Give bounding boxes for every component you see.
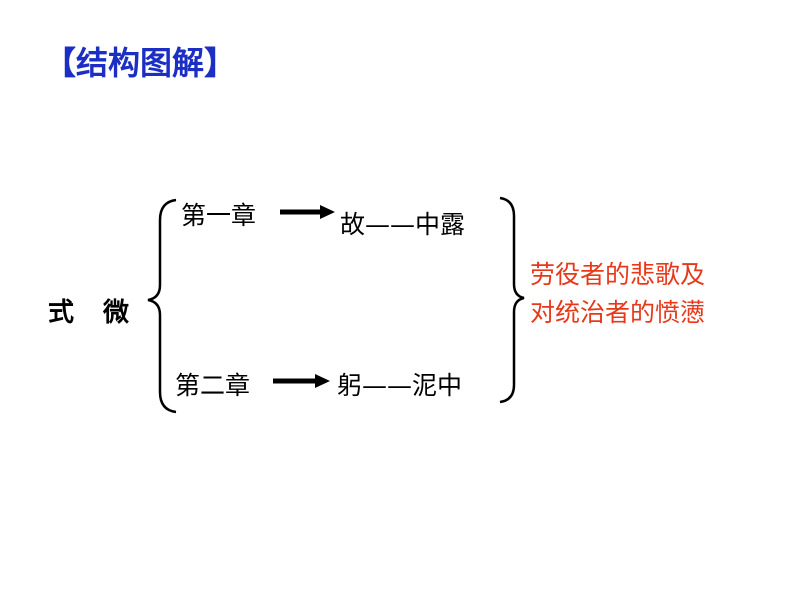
left-brace <box>147 198 177 414</box>
theme-line-1: 劳役者的悲歌及 <box>530 260 706 289</box>
theme-line-2: 对统治者的愤懑 <box>530 298 706 327</box>
poem-title: 式 微 <box>48 298 140 328</box>
chapter-1-label: 第一章 <box>181 201 257 230</box>
arrow-1 <box>280 205 335 219</box>
chapter-1-key: 故——中露 <box>340 210 466 239</box>
theme-summary: 劳役者的悲歌及 对统治者的愤懑 <box>530 256 705 332</box>
right-brace <box>499 196 525 404</box>
arrow-2 <box>273 374 330 388</box>
chapter-2-key: 躬——泥中 <box>337 371 463 400</box>
chapter-2-label: 第二章 <box>175 371 251 400</box>
slide-title: 【结构图解】 <box>44 44 237 82</box>
